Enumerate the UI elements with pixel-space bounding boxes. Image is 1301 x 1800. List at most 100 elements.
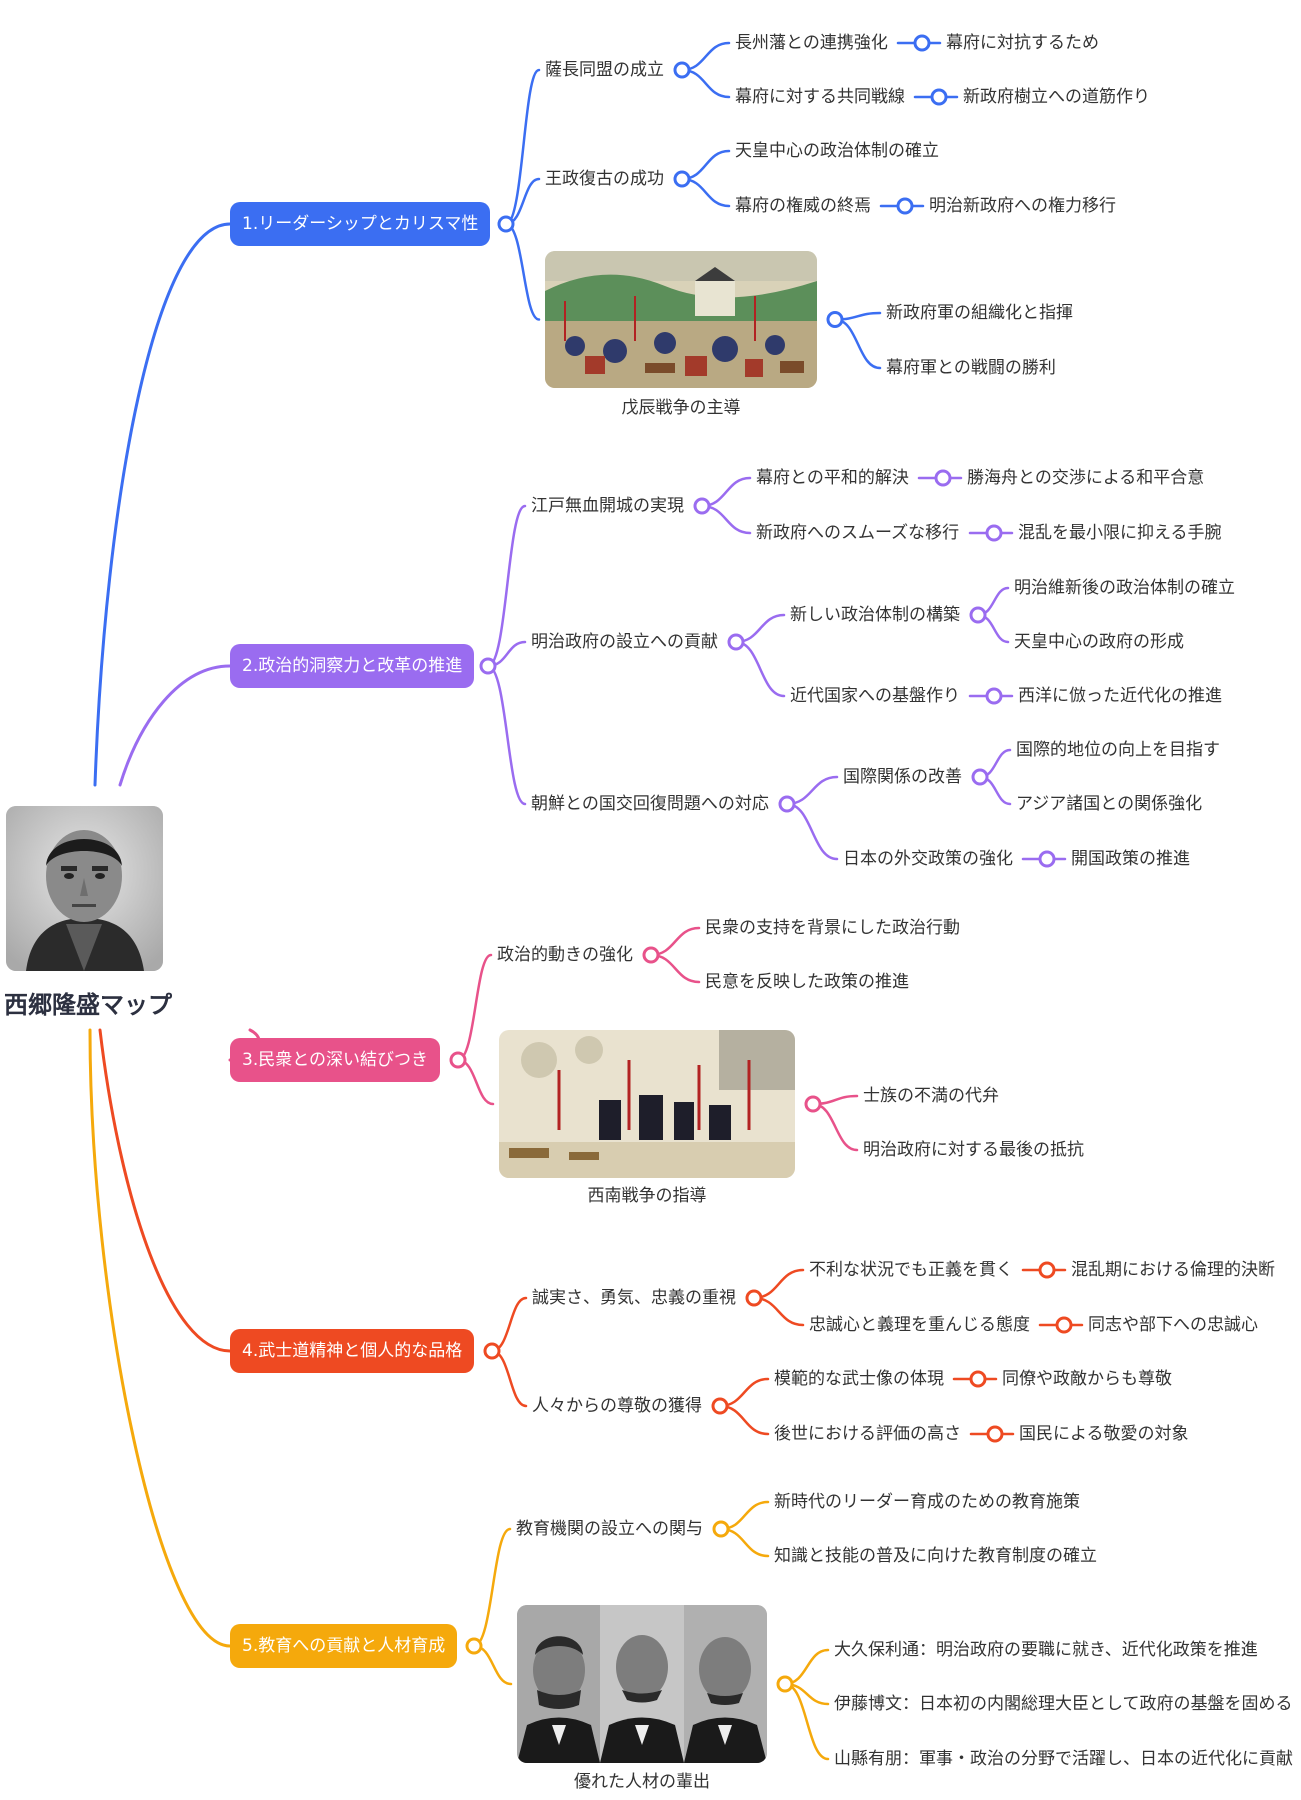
subtopic-node[interactable]: 不利な状況でも正義を貫く [809, 1260, 1013, 1280]
expand-node-icon[interactable] [896, 197, 914, 215]
detail-node[interactable]: 新政府樹立への道筋作り [962, 87, 1150, 107]
expand-node-icon[interactable] [693, 497, 711, 515]
subtopic-node[interactable]: 幕府軍との戦闘の勝利 [886, 358, 1056, 378]
detail-node[interactable]: 同僚や政敵からも尊敬 [1001, 1369, 1172, 1389]
detail-node[interactable]: 国民による敬愛の対象 [1018, 1424, 1189, 1444]
topic-node[interactable]: 誠実さ、勇気、忠義の重視 [532, 1288, 736, 1308]
expand-node-icon[interactable] [673, 61, 691, 79]
subtopic-node[interactable]: 新政府へのスムーズな移行 [756, 523, 960, 543]
expand-node-icon[interactable] [934, 469, 952, 487]
expand-node-icon[interactable] [971, 768, 989, 786]
subtopic-node[interactable]: 新政府軍の組織化と指揮 [886, 303, 1073, 323]
expand-node-icon[interactable] [985, 524, 1003, 542]
subtopic-node[interactable]: 新しい政治体制の構築 [790, 605, 960, 625]
subtopic-node[interactable]: 幕府に対する共同戦線 [735, 87, 905, 107]
subtopic-node[interactable]: 明治政府に対する最後の抵抗 [863, 1140, 1084, 1160]
subtopic-node[interactable]: 知識と技能の普及に向けた教育制度の確立 [774, 1546, 1097, 1566]
subtopic-node[interactable]: 民衆の支持を背景にした政治行動 [705, 918, 960, 938]
root-portrait-image [6, 806, 163, 971]
subtopic-node[interactable]: 幕府の権威の終焉 [735, 196, 871, 216]
expand-node-icon[interactable] [712, 1520, 730, 1538]
subtopic-node[interactable]: 大久保利通：明治政府の要職に就き、近代化政策を推進 [834, 1640, 1258, 1660]
connector [833, 318, 882, 370]
subtopic-node[interactable]: 忠誠心と義理を重んじる態度 [809, 1315, 1030, 1335]
detail-node[interactable]: 国際的地位の向上を目指す [1015, 740, 1220, 760]
three-portraits-image [517, 1605, 767, 1763]
detail-node[interactable]: 同志や部下への忠誠心 [1087, 1315, 1258, 1335]
expand-node-icon[interactable] [483, 1342, 501, 1360]
topic-node[interactable]: 明治政府の設立への貢献 [531, 632, 718, 652]
detail-node[interactable]: 混乱を最小限に抑える手腕 [1017, 523, 1222, 543]
expand-node-icon[interactable] [1055, 1316, 1073, 1334]
topic-node[interactable]: 人々からの尊敬の獲得 [532, 1396, 702, 1416]
detail-node[interactable]: 西洋に倣った近代化の推進 [1017, 686, 1222, 706]
expand-node-icon[interactable] [930, 88, 948, 106]
image-caption: 西南戦争の指導 [587, 1186, 707, 1206]
expand-node-icon[interactable] [985, 687, 1003, 705]
subtopic-node[interactable]: 長州藩との連携強化 [735, 33, 888, 53]
topic-node[interactable]: 王政復古の成功 [545, 169, 664, 189]
expand-node-icon[interactable] [711, 1397, 729, 1415]
detail-node[interactable]: 混乱期における倫理的決断 [1070, 1260, 1275, 1280]
topic-node[interactable]: 教育機関の設立への関与 [516, 1519, 703, 1539]
detail-node[interactable]: 明治新政府への権力移行 [928, 196, 1116, 216]
topic-node[interactable]: 江戸無血開城の実現 [531, 496, 684, 516]
connector [93, 222, 232, 787]
topic-node[interactable]: 朝鮮との国交回復問題への対応 [531, 794, 769, 814]
connector [785, 802, 839, 861]
connector [486, 504, 527, 668]
branch-pill-3[interactable]: 3.民衆との深い結びつき [230, 1038, 441, 1082]
topic-node[interactable]: 薩長同盟の成立 [545, 60, 664, 80]
connector [472, 1527, 512, 1648]
expand-node-icon[interactable] [776, 1675, 794, 1693]
expand-node-icon[interactable] [745, 1289, 763, 1307]
branch-pill-2[interactable]: 2.政治的洞察力と改革の推進 [230, 644, 475, 688]
connector [486, 664, 527, 806]
connector [734, 640, 786, 698]
expand-node-icon[interactable] [1038, 850, 1056, 868]
expand-node-icon[interactable] [913, 34, 931, 52]
expand-node-icon[interactable] [497, 215, 515, 233]
expand-node-icon[interactable] [778, 795, 796, 813]
subtopic-node[interactable]: 後世における評価の高さ [774, 1424, 961, 1444]
branch-pill-4[interactable]: 4.武士道精神と個人的な品格 [230, 1329, 475, 1373]
expand-node-icon[interactable] [969, 606, 987, 624]
expand-node-icon[interactable] [826, 311, 844, 328]
subtopic-node[interactable]: 伊藤博文：日本初の内閣総理大臣として政府の基盤を固める [834, 1694, 1293, 1714]
subtopic-node[interactable]: 幕府との平和的解決 [756, 468, 909, 488]
expand-node-icon[interactable] [673, 170, 691, 188]
connector [811, 1102, 859, 1152]
branch-pill-5[interactable]: 5.教育への貢献と人材育成 [230, 1624, 458, 1668]
branch-pill-1[interactable]: 1.リーダーシップとカリスマ性 [230, 202, 491, 246]
subtopic-node[interactable]: 模範的な武士像の体現 [774, 1369, 944, 1389]
detail-node[interactable]: 勝海舟との交渉による和平合意 [966, 468, 1205, 488]
subtopic-node[interactable]: 民意を反映した政策の推進 [705, 972, 909, 992]
subtopic-node[interactable]: 新時代のリーダー育成のための教育施策 [774, 1492, 1080, 1512]
expand-node-icon[interactable] [642, 946, 660, 964]
expand-node-icon[interactable] [465, 1637, 483, 1655]
detail-node[interactable]: アジア諸国との関係強化 [1015, 794, 1203, 814]
subtopic-node[interactable]: 日本の外交政策の強化 [843, 849, 1013, 869]
subtopic-node[interactable]: 国際関係の改善 [843, 767, 962, 787]
subtopic-node[interactable]: 士族の不満の代弁 [863, 1086, 999, 1106]
image-caption: 戊辰戦争の主導 [621, 398, 741, 418]
detail-node[interactable]: 幕府に対抗するため [945, 33, 1099, 53]
subtopic-node[interactable]: 近代国家への基盤作り [790, 686, 960, 706]
expand-node-icon[interactable] [969, 1370, 987, 1388]
connector [504, 222, 541, 321]
woodblock-battle-image [545, 251, 817, 388]
detail-node[interactable]: 開国政策の推進 [1070, 849, 1190, 869]
expand-node-icon[interactable] [1038, 1261, 1056, 1279]
expand-node-icon[interactable] [727, 633, 745, 651]
expand-node-icon[interactable] [804, 1095, 822, 1113]
topic-node[interactable]: 政治的動きの強化 [497, 945, 633, 965]
expand-node-icon[interactable] [449, 1051, 467, 1069]
connector [98, 1028, 232, 1353]
detail-node[interactable]: 天皇中心の政府の形成 [1013, 632, 1184, 652]
detail-node[interactable]: 明治維新後の政治体制の確立 [1013, 578, 1235, 598]
expand-node-icon[interactable] [986, 1425, 1004, 1443]
subtopic-node[interactable]: 天皇中心の政治体制の確立 [735, 141, 939, 161]
expand-node-icon[interactable] [479, 657, 497, 675]
subtopic-node[interactable]: 山縣有朋：軍事・政治の分野で活躍し、日本の近代化に貢献 [834, 1749, 1293, 1769]
